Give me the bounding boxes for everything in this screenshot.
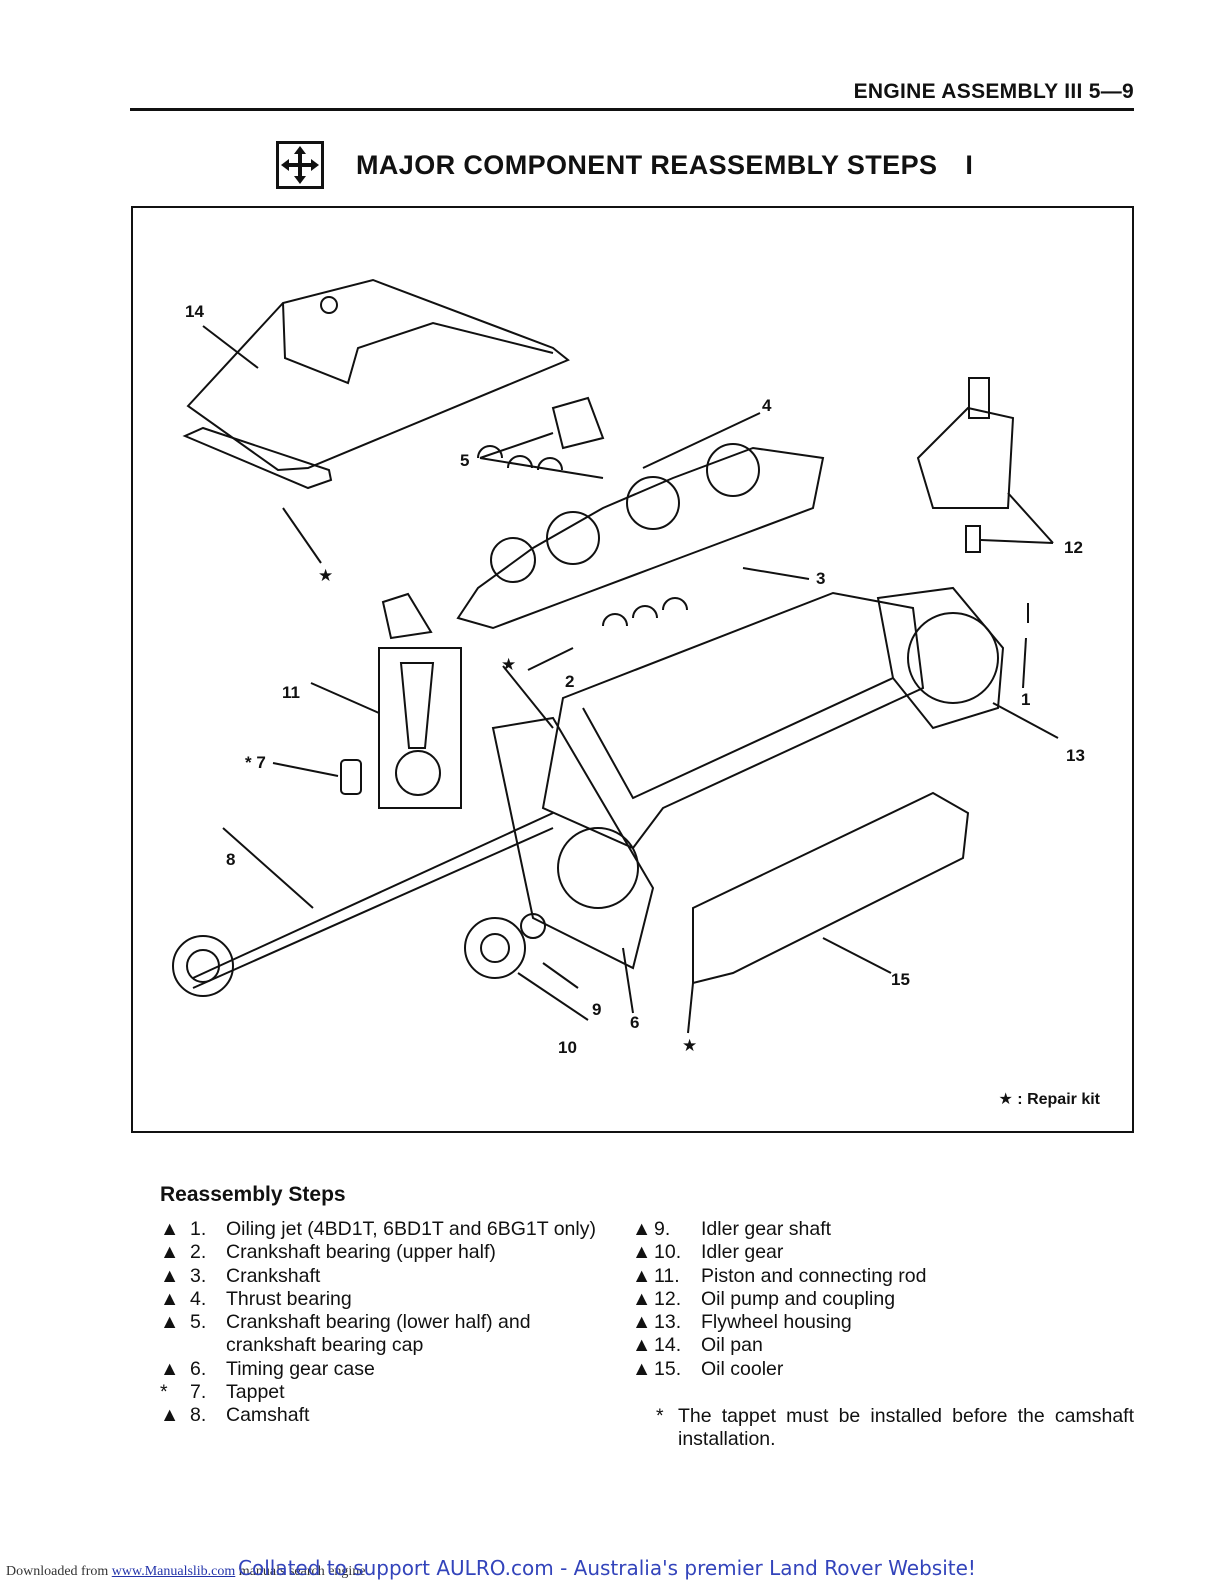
step-number: 3. [190,1264,207,1287]
step-item: ▲ 2. Crankshaft bearing (upper half) [160,1241,610,1264]
callout-star-cooler: ★ [682,1036,698,1055]
step-text: Crankshaft bearing (upper half) [226,1241,496,1264]
step-item: ▲14. Oil pan [632,1334,1132,1357]
step-number: 8. [190,1404,207,1427]
step-mark: ▲ [160,1241,180,1264]
step-number: 6. [190,1357,207,1380]
callout-9: 9 [592,1000,602,1019]
step-text: Idler gear [701,1241,784,1264]
callout-6: 6 [630,1013,640,1032]
manualslib-link[interactable]: www.Manualslib.com [111,1564,236,1579]
page-title-roman: I [965,149,974,180]
step-number: 7. [190,1381,207,1404]
steps-list-left: ▲ 1. Oiling jet (4BD1T, 6BD1T and 6BG1T on… [160,1218,610,1428]
step-mark: ▲ [632,1287,652,1310]
reassembly-arrows-icon [276,141,324,189]
step-number: 12. [654,1287,682,1310]
footer-downloaded-text: Downloaded from [6,1564,109,1579]
step-number: 5. [190,1311,207,1334]
step-text: Oil cooler [701,1357,784,1380]
step-number: 14. [654,1334,682,1357]
callout-7: * 7 [245,753,266,772]
step-item: ▲ 1. Oiling jet (4BD1T, 6BD1T and 6BG1T on… [160,1218,610,1241]
step-mark: * [160,1381,168,1404]
callout-13: 13 [1066,746,1085,765]
note-text: The tappet must be installed before the … [678,1405,1134,1451]
exploded-view-figure: 14 4 5 ★ 3 12 ★ 2 11 1 * 7 13 8 15 9 6 1… [131,206,1134,1133]
steps-heading: Reassembly Steps [160,1183,346,1206]
step-number: 2. [190,1241,207,1264]
step-item: ▲15. Oil cooler [632,1358,1132,1381]
step-number: 1. [190,1218,207,1240]
step-item: ▲9. Idler gear shaft [632,1218,1132,1241]
step-item: ▲ 8. Camshaft [160,1404,610,1427]
callout-12: 12 [1064,538,1083,557]
callout-2: 2 [565,672,575,691]
step-number: 11. [654,1264,680,1287]
step-text: Oil pump and coupling [701,1287,896,1310]
step-text: Timing gear case [226,1357,375,1380]
step-item: ▲11. Piston and connecting rod [632,1265,1132,1288]
step-item: ▲ 3. Crankshaft [160,1265,610,1288]
step-number: 13. [654,1311,682,1334]
footer-search-text: manuals search engine [238,1564,366,1579]
step-text: Camshaft [226,1404,310,1427]
step-mark: ▲ [160,1218,180,1240]
step-item: ▲ 4. Thrust bearing [160,1288,610,1311]
step-mark: ▲ [632,1264,652,1287]
callout-15: 15 [891,970,910,989]
footer-download: Downloaded from www.Manualslib.com manua… [6,1564,366,1580]
engine-exploded-drawing [172,278,1059,1034]
step-text: Oil pan [701,1334,763,1357]
step-mark: ▲ [160,1357,180,1380]
page-title-text: MAJOR COMPONENT REASSEMBLY STEPS [356,149,938,180]
step-text: Oiling jet (4BD1T, 6BD1T and 6BG1T only) [226,1218,596,1240]
footer-collated: Collated to support AULRO.com - Australi… [238,1556,976,1580]
header-rule [130,108,1134,111]
step-item: ▲13. Flywheel housing [632,1311,1132,1334]
callout-14: 14 [185,302,204,321]
step-item: ▲ 5. Crankshaft bearing (lower half) and c… [160,1311,610,1358]
callout-8: 8 [226,850,236,869]
tappet-note: * The tappet must be installed before th… [656,1405,1134,1452]
callout-star-block: ★ [501,655,517,674]
step-text: Thrust bearing [226,1287,352,1310]
figure-legend: ★ : Repair kit [998,1091,1100,1108]
step-number: 9. [654,1218,671,1240]
step-text: Flywheel housing [701,1311,852,1334]
step-number: 4. [190,1287,207,1310]
step-mark: ▲ [160,1311,180,1334]
section-header: ENGINE ASSEMBLY III 5—9 [853,80,1134,103]
callout-11: 11 [282,683,300,702]
step-text: Crankshaft [226,1264,321,1287]
step-item: ▲ 6. Timing gear case [160,1358,610,1381]
page-title: MAJOR COMPONENT REASSEMBLY STEPS I [356,150,973,181]
step-mark: ▲ [632,1218,652,1240]
step-mark: ▲ [632,1241,652,1264]
note-mark: * [656,1405,664,1427]
step-item: ▲10. Idler gear [632,1241,1132,1264]
step-text: Tappet [226,1381,285,1404]
callout-1: 1 [1021,690,1031,709]
callout-10: 10 [558,1038,577,1057]
step-mark: ▲ [160,1264,180,1287]
step-text: Idler gear shaft [701,1218,832,1240]
step-number: 15. [654,1357,682,1380]
step-text: Piston and connecting rod [701,1264,927,1287]
callout-4: 4 [762,396,772,415]
step-mark: ▲ [160,1404,180,1427]
step-text: Crankshaft bearing (lower half) and cran… [226,1311,531,1357]
step-mark: ▲ [632,1311,652,1334]
callout-star-pan: ★ [318,566,334,585]
step-item: * 7. Tappet [160,1381,610,1404]
callout-3: 3 [816,569,826,588]
steps-list-right: ▲9.Idler gear shaft ▲10.Idler gear ▲11.P… [632,1218,1132,1381]
title-block: MAJOR COMPONENT REASSEMBLY STEPS I [276,140,973,190]
step-mark: ▲ [632,1357,652,1380]
step-mark: ▲ [632,1334,652,1357]
callout-5: 5 [460,451,470,470]
step-number: 10. [654,1241,682,1264]
step-item: ▲12. Oil pump and coupling [632,1288,1132,1311]
step-mark: ▲ [160,1287,180,1310]
